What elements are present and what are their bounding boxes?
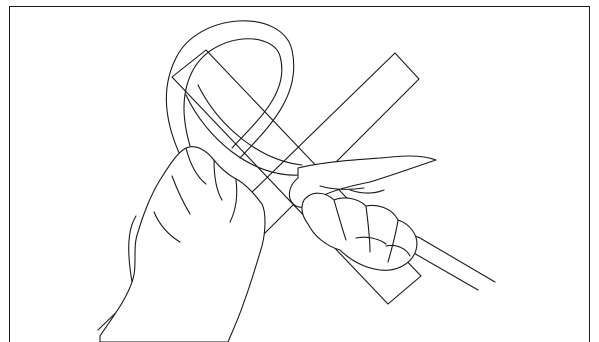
right-hand-icon [289,156,436,270]
left-hand-icon [100,147,265,342]
